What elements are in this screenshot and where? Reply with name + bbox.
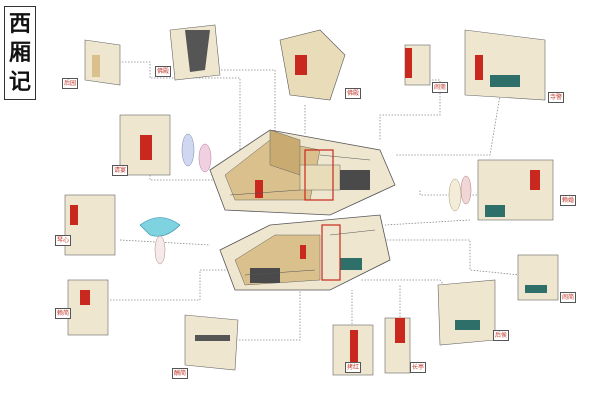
vignette-3 <box>279 29 346 101</box>
callout-tag: 佛殿 <box>345 88 362 99</box>
callout-label: 闹简 <box>562 294 575 301</box>
vignette-2 <box>169 24 221 81</box>
leader-line <box>200 69 276 140</box>
leader-line <box>230 290 301 341</box>
callout-label: 后园 <box>64 80 77 87</box>
vignette-10 <box>67 279 109 336</box>
callout-label: 赖简 <box>57 310 70 317</box>
callout-label: 拷红 <box>347 364 360 371</box>
vignette-14 <box>384 317 411 374</box>
vignette-11 <box>437 279 496 346</box>
callout-tag: 后园 <box>62 78 79 89</box>
vignette-12 <box>184 314 239 371</box>
callout-label: 长亭 <box>412 364 425 371</box>
callout-tag: 琴心 <box>55 235 72 246</box>
vignette-7 <box>477 159 554 221</box>
callout-label: 后侯 <box>495 332 508 339</box>
leader-line <box>384 219 471 226</box>
title-char-3: 记 <box>8 69 31 95</box>
leader-line <box>119 239 211 246</box>
callout-tag: 长亭 <box>410 362 427 373</box>
callout-label: 佛殿 <box>157 68 170 75</box>
callout-label: 请宴 <box>114 167 127 174</box>
figure-pair-1 <box>181 133 212 173</box>
vignette-4 <box>404 44 431 86</box>
callout-tag: 闹斋 <box>432 82 449 93</box>
leader-line <box>360 279 456 301</box>
callout-tag: 拷红 <box>345 362 362 373</box>
callout-label: 琴心 <box>57 237 70 244</box>
main-model-upper <box>209 129 396 216</box>
vignette-1 <box>84 39 121 86</box>
figure-pair-2 <box>448 175 472 212</box>
figure-dancer <box>139 217 181 265</box>
vignette-9 <box>517 254 559 301</box>
callout-label: 酬简 <box>174 370 187 377</box>
vignette-5 <box>464 29 546 101</box>
callout-tag: 赖简 <box>55 308 72 319</box>
callout-tag: 酬简 <box>172 368 189 379</box>
callout-tag: 后侯 <box>493 330 510 341</box>
callout-tag: 赖婚 <box>560 195 577 206</box>
leader-line <box>419 190 480 196</box>
callout-tag: 闹简 <box>560 292 577 303</box>
main-model-lower <box>219 214 391 291</box>
leader-line <box>385 239 521 276</box>
leader-line <box>110 269 235 301</box>
callout-label: 闹斋 <box>434 84 447 91</box>
callout-label: 寺警 <box>550 94 563 101</box>
callout-tag: 请宴 <box>112 165 129 176</box>
leader-line <box>379 79 441 140</box>
leader-line <box>395 94 501 156</box>
title-char-2: 厢 <box>8 40 31 66</box>
callout-tag: 寺警 <box>548 92 565 103</box>
title-box: 西 厢 记 <box>4 6 36 100</box>
callout-label: 佛殿 <box>347 90 360 97</box>
vignette-8 <box>64 194 116 256</box>
vignette-6 <box>119 114 171 176</box>
title-char-1: 西 <box>8 11 31 37</box>
callout-tag: 佛殿 <box>155 66 172 77</box>
callout-label: 赖婚 <box>562 197 575 204</box>
